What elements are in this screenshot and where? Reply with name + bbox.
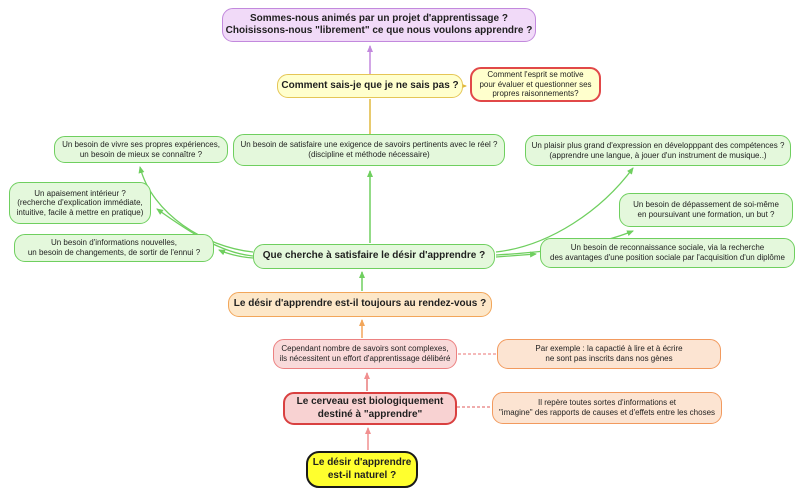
node-projet-apprentissage[interactable]: Sommes-nous animés par un projet d'appre… (222, 8, 536, 42)
node-savoirs-complexes[interactable]: Cependant nombre de savoirs sont complex… (273, 339, 457, 369)
node-informations-nouvelles[interactable]: Un besoin d'informations nouvelles, un b… (14, 234, 214, 262)
node-que-cherche-satisfaire[interactable]: Que cherche à satisfaire le désir d'appr… (253, 244, 495, 269)
node-apaisement-interieur[interactable]: Un apaisement intérieur ? (recherche d'e… (9, 182, 151, 224)
node-cerveau-biologiquement[interactable]: Le cerveau est biologiquement destiné à … (283, 392, 457, 425)
node-repere-informations[interactable]: Il repère toutes sortes d'informations e… (492, 392, 722, 424)
node-plaisir-expression[interactable]: Un plaisir plus grand d'expression en dé… (525, 135, 791, 166)
node-esprit-se-motive[interactable]: Comment l'esprit se motive pour évaluer … (470, 67, 601, 102)
node-comment-sais-je[interactable]: Comment sais-je que je ne sais pas ? (277, 74, 463, 98)
connector-central-to-informations (218, 249, 254, 259)
node-depassement-soi[interactable]: Un besoin de dépassement de soi-même en … (619, 193, 793, 227)
node-reconnaissance-sociale[interactable]: Un besoin de reconnaissance sociale, via… (540, 238, 795, 268)
node-exemple-lire-ecrire[interactable]: Par exemple : la capactié à lire et à éc… (497, 339, 721, 369)
connector-central-to-reconnaissance (495, 251, 537, 258)
node-toujours-rendez-vous[interactable]: Le désir d'apprendre est-il toujours au … (228, 292, 492, 317)
node-desir-apprendre-naturel[interactable]: Le désir d'apprendre est-il naturel ? (306, 451, 418, 488)
node-exigence-savoirs[interactable]: Un besoin de satisfaire une exigence de … (233, 134, 505, 166)
node-vivre-experiences[interactable]: Un besoin de vivre ses propres expérienc… (54, 136, 228, 163)
